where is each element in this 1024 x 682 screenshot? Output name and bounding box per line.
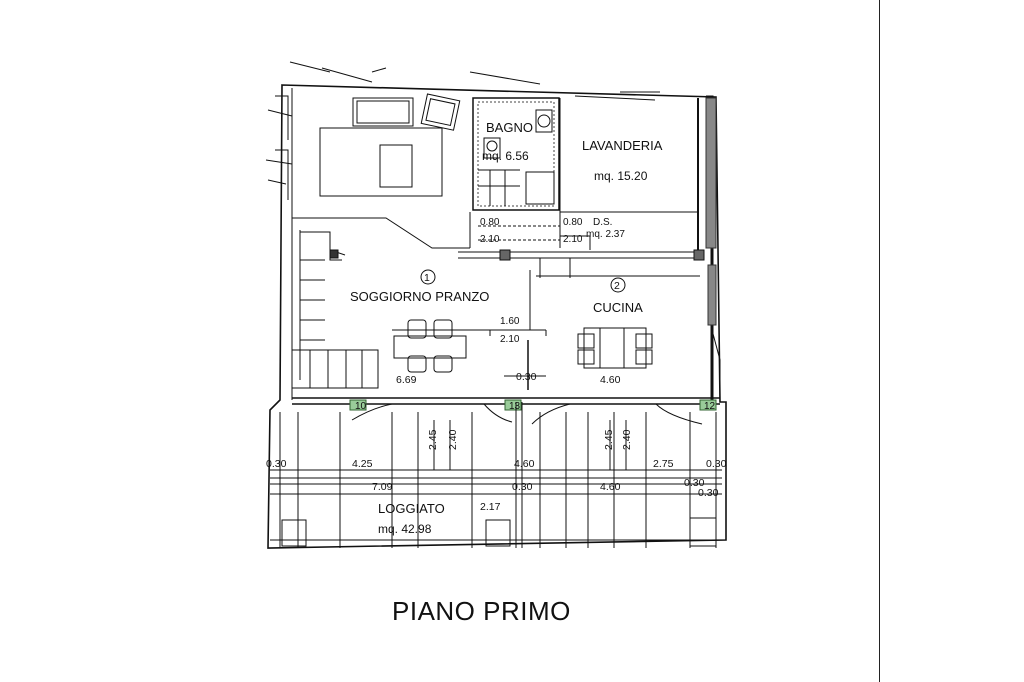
- bathroom-walls: [469, 97, 561, 248]
- dim-win1-h-b: 2.40: [447, 429, 459, 450]
- sill-right: 12: [704, 401, 716, 412]
- page-title: PIANO PRIMO: [392, 596, 571, 626]
- dim-ds-door-h: 2.10: [563, 234, 583, 245]
- staircase: [291, 220, 379, 390]
- dim-logg-seg3: 2.75: [653, 458, 674, 470]
- dim-central-wall: 0.30: [516, 371, 537, 383]
- dim-logg-mid: 0.30: [512, 481, 533, 493]
- sill-left: 10: [355, 401, 367, 412]
- dim-right-edge: 0.30: [706, 458, 727, 470]
- dim-logg-depth: 2.17: [480, 501, 501, 513]
- dimension-lines: [392, 329, 627, 470]
- dim-logg-total-right: 4.60: [600, 481, 621, 493]
- soggiorno-number: 1: [424, 272, 430, 284]
- sheet-border-line: [879, 0, 880, 682]
- lavanderia-area: mq. 15.20: [594, 169, 648, 183]
- dim-bagno-door-w: 0.80: [480, 217, 500, 228]
- interior-partitions: [458, 249, 705, 390]
- dim-cucina-width: 4.60: [600, 374, 621, 386]
- loggiato-area: mq. 42.98: [378, 522, 432, 536]
- dim-central-opening-w: 1.60: [500, 316, 520, 327]
- dim-ds-door-w: 0.80: [563, 217, 583, 228]
- loggiato-label: LOGGIATO: [378, 501, 445, 516]
- soggiorno-label: SOGGIORNO PRANZO: [350, 289, 489, 304]
- dim-logg-seg1: 4.25: [352, 458, 373, 470]
- dim-logg-total-left: 7.09: [372, 481, 393, 493]
- ds-area: mq. 2.37: [586, 229, 625, 240]
- dim-win1-h-a: 2.45: [427, 429, 439, 450]
- bagno-label: BAGNO: [486, 120, 533, 135]
- soggiorno-number-circle: [420, 269, 436, 285]
- cucina-number: 2: [614, 280, 620, 292]
- exterior-walls: [267, 84, 727, 549]
- dim-win2-h-b: 2.40: [621, 429, 633, 450]
- loggiato-structure: [270, 412, 722, 548]
- ds-label: D.S.: [593, 217, 612, 228]
- kitchen-table: [577, 327, 653, 369]
- dining-table-living: [393, 319, 467, 373]
- dim-left-edge: 0.30: [266, 458, 287, 470]
- dim-central-opening-h: 2.10: [500, 334, 520, 345]
- bagno-area: mq. 6.56: [482, 149, 529, 163]
- living-furniture: [292, 93, 470, 249]
- lavanderia-label: LAVANDERIA: [582, 138, 663, 153]
- roof-edge-lines: [265, 61, 660, 185]
- dim-win2-h-a: 2.45: [603, 429, 615, 450]
- dim-logg-seg2: 4.60: [514, 458, 535, 470]
- dim-right-edge-c: 0.30: [698, 487, 719, 499]
- dim-bagno-door-h: 2.10: [480, 234, 500, 245]
- dim-right-edge-b: 0.30: [684, 477, 705, 489]
- dim-soggiorno-width: 6.69: [396, 374, 417, 386]
- cucina-number-circle: [610, 277, 626, 293]
- front-wall: [292, 397, 720, 548]
- laundry-walls: [559, 98, 699, 250]
- cucina-label: CUCINA: [593, 300, 643, 315]
- sill-mid: 13: [509, 401, 521, 412]
